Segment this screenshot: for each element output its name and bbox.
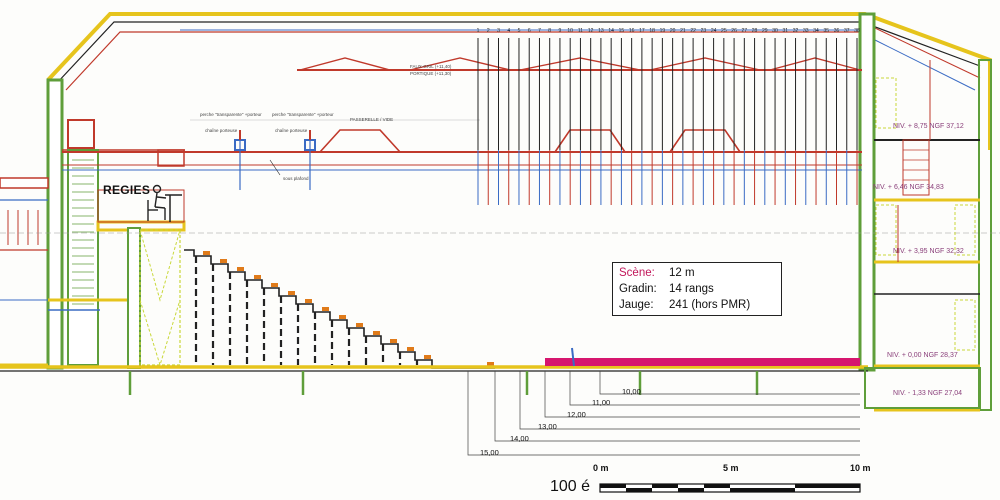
jauge-key: Jauge: [619, 299, 654, 311]
rig-number: 7 [538, 28, 541, 34]
rig-number: 5 [517, 28, 521, 34]
fly-bars [477, 38, 858, 205]
scene-value: 12 m [669, 267, 695, 279]
dim-10: 10,00 [622, 387, 641, 396]
roof-red [65, 31, 862, 91]
info-box: Scène: 12 m Gradin: 14 rangs Jauge: 241 (ho… [612, 262, 782, 316]
scale-5: 5 m [723, 463, 739, 473]
operator-figure [147, 184, 167, 221]
rig-number: 28 [751, 28, 758, 34]
gradin-key: Gradin: [619, 283, 657, 295]
rig-number: 32 [792, 28, 799, 34]
rig-number: 4 [507, 28, 511, 34]
gradin-value: 14 rangs [669, 283, 714, 295]
left-wall [46, 78, 64, 370]
rig-number: 14 [608, 28, 614, 34]
rig-number: 8 [548, 28, 552, 34]
chaine-label-1: chaîne porteuse [205, 128, 238, 133]
rig-number: 18 [649, 28, 655, 34]
right-wall [858, 12, 876, 372]
rig-number: 9 [558, 28, 562, 34]
level-2: NIV. + 6,46 NGF 34,83 [873, 184, 944, 191]
perche-label-1: perche "transparente" +porteur [200, 112, 262, 117]
scale-10: 10 m [850, 463, 871, 473]
rig-number: 25 [721, 28, 727, 34]
rig-number: 37 [843, 28, 850, 34]
dimension-lines [467, 371, 860, 456]
rig-number: 29 [762, 28, 768, 34]
dim-15: 15,00 [480, 448, 499, 457]
rig-number: 15 [618, 28, 625, 34]
rig-number: 30 [772, 28, 778, 34]
rig-number: 13 [598, 28, 604, 34]
rig-number: 12 [587, 28, 594, 34]
rig-number: 33 [803, 28, 809, 34]
level-4: NIV. + 0,00 NGF 28,37 [887, 352, 958, 359]
gradin-profile [184, 249, 495, 369]
rig-number: 27 [741, 28, 748, 34]
rig-number: 3 [497, 28, 500, 34]
passerelle-label: PASSERELLE / VIDE [350, 117, 394, 122]
dim-12: 12,00 [567, 410, 586, 419]
dim-14: 14,00 [510, 434, 529, 443]
rig-number: 19 [659, 28, 666, 34]
right-annex [864, 60, 981, 412]
scene-key: Scène: [619, 267, 655, 279]
rig-number: 23 [700, 28, 707, 34]
rig-number: 34 [813, 28, 819, 34]
sous-plafond-label: sous plafond [283, 176, 309, 181]
level-5: NIV. - 1,33 NGF 27,04 [893, 390, 962, 397]
rig-number: 35 [823, 28, 830, 34]
portique-label: PORTIQUE (+11,30) [410, 71, 452, 76]
rig-number: 36 [833, 28, 840, 34]
chaine-label-2: chaîne porteuse [275, 128, 308, 133]
rig-number: 2 [486, 28, 490, 34]
rig-number: 17 [639, 28, 645, 34]
stage [545, 358, 860, 366]
rig-number: 16 [628, 28, 635, 34]
rig-number: 10 [567, 28, 573, 34]
rig-number: 38 [854, 28, 860, 34]
rig-number: 26 [731, 28, 737, 34]
level-3: NIV. + 3,95 NGF 32,32 [893, 248, 964, 255]
rig-number: 24 [710, 28, 717, 34]
scale-title: 100 é [550, 478, 591, 495]
seat-posts [194, 256, 419, 365]
rig-number: 1 [476, 28, 480, 34]
rig-number: 31 [782, 28, 789, 34]
scale-0: 0 m [593, 463, 609, 473]
scale-bar [599, 483, 861, 493]
rig-number: 6 [527, 28, 531, 34]
rig-number: 11 [577, 28, 584, 34]
rig-number: 22 [690, 28, 696, 34]
dim-11: 11,00 [592, 398, 611, 407]
dim-13: 13,00 [538, 422, 557, 431]
jauge-value: 241 (hors PMR) [669, 299, 751, 311]
roof-inner [55, 21, 981, 85]
rig-number: 20 [669, 28, 676, 34]
regies-label: REGIES [103, 183, 151, 197]
level-1: NIV. + 8,75 NGF 37,12 [893, 123, 964, 130]
rig-number: 21 [680, 28, 686, 34]
perche-label-2: perche "transparente" +porteur [272, 112, 334, 117]
stair-core [67, 149, 99, 366]
seat-blocks [203, 251, 494, 366]
faux-gril-label: FAUX-GRIL (+11,40) [410, 64, 452, 69]
